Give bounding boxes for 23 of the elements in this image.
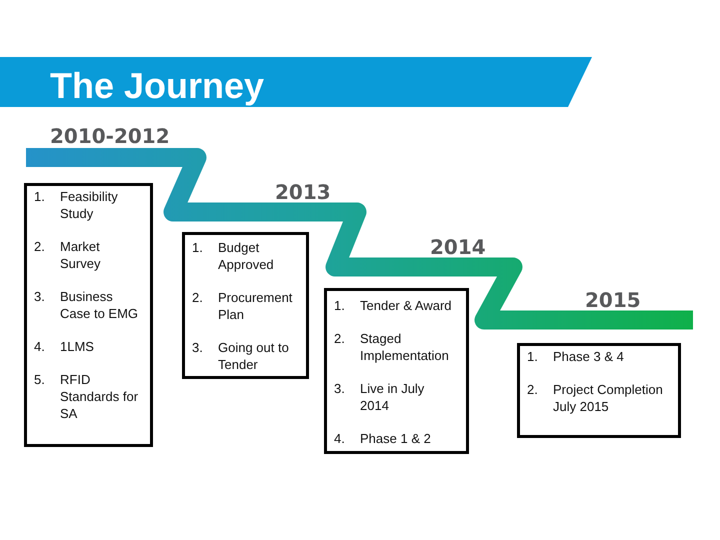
list-item: 1. Phase 3 & 4 (527, 348, 625, 364)
list-item: 3. Going out to Tender (192, 338, 290, 372)
list-item: 2. Procurement Plan (192, 288, 294, 322)
year-label: 2013 (275, 182, 331, 202)
list-item: 4. Phase 1 & 2 (334, 430, 432, 446)
list-item: 3. Live in July 2014 (334, 380, 426, 414)
task-list-box (182, 232, 309, 379)
title: The Journey (50, 66, 264, 106)
list-item: 2. Staged Implementation (334, 330, 450, 364)
list-item: 4. 1LMS (34, 338, 95, 355)
list-item: 1. Tender & Award (334, 296, 453, 314)
list-item: 1. Budget Approved (192, 238, 275, 272)
task-list-box (517, 343, 681, 438)
list-item: 1. Feasibility Study (34, 188, 119, 222)
year-label: 2010-2012 (50, 126, 170, 146)
year-label: 2015 (585, 290, 641, 310)
list-item: 3. Business Case to EMG (34, 288, 140, 322)
task-list-box (24, 183, 153, 447)
list-item: 2. Market Survey (34, 238, 102, 272)
task-list-box (324, 288, 469, 454)
list-item: 5. RFID Standards for SA (34, 371, 140, 422)
list-item: 2. Project Completion July 2015 (527, 380, 664, 414)
year-label: 2014 (430, 237, 486, 257)
